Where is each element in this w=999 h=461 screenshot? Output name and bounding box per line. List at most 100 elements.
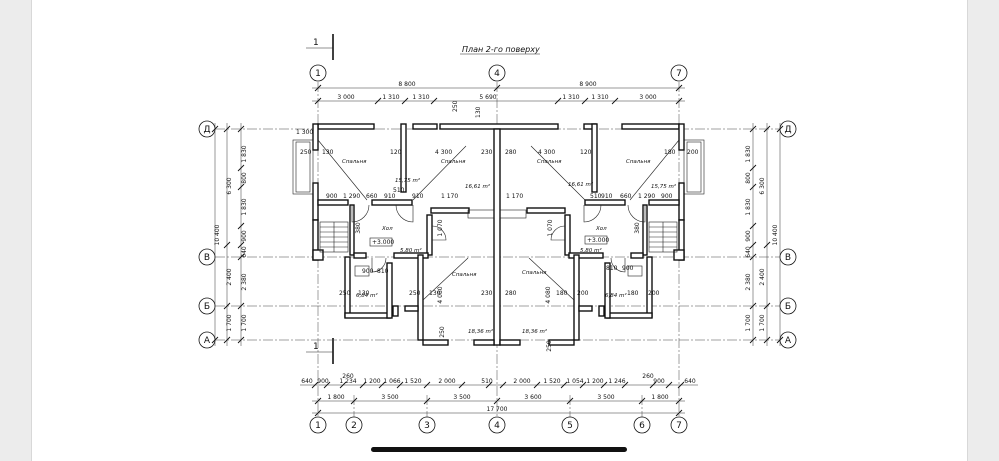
svg-text:2 000: 2 000 — [513, 378, 530, 385]
svg-text:1 310: 1 310 — [562, 94, 579, 101]
room-name: Спальня — [537, 159, 562, 165]
svg-text:10 400: 10 400 — [772, 224, 779, 245]
svg-text:1 170: 1 170 — [441, 193, 458, 200]
svg-text:900: 900 — [622, 265, 634, 272]
svg-text:1 310: 1 310 — [412, 94, 429, 101]
svg-text:1 246: 1 246 — [608, 378, 625, 385]
room-name: Хол — [595, 226, 607, 232]
svg-text:250: 250 — [439, 326, 446, 338]
svg-text:900: 900 — [326, 193, 338, 200]
svg-text:810: 810 — [377, 268, 389, 275]
svg-text:910: 910 — [384, 193, 396, 200]
room-area: 18,36 m² — [468, 328, 494, 335]
room-area: 15,75 m² — [651, 183, 677, 190]
svg-text:4 300: 4 300 — [435, 149, 452, 156]
svg-text:1 070: 1 070 — [437, 219, 444, 236]
svg-text:230: 230 — [481, 149, 493, 156]
svg-text:6 300: 6 300 — [226, 177, 233, 194]
axis-bubble-bottom-6: 6 — [633, 416, 651, 434]
svg-text:640: 640 — [745, 246, 752, 258]
axis-bubble-left-a: А — [198, 331, 216, 349]
svg-text:1 700: 1 700 — [226, 314, 233, 331]
svg-text:В: В — [204, 253, 210, 263]
svg-text:200: 200 — [648, 290, 660, 297]
svg-text:6: 6 — [639, 421, 645, 431]
bottom-dimensions: 640 900 1 234 1 200 1 066 1 520 2 000 51… — [300, 373, 698, 417]
svg-text:130: 130 — [358, 290, 370, 297]
svg-text:1: 1 — [313, 38, 319, 48]
svg-text:120: 120 — [390, 149, 402, 156]
svg-text:1 070: 1 070 — [547, 219, 554, 236]
room-area: 5,80 m² — [400, 247, 422, 254]
svg-text:250: 250 — [546, 340, 553, 352]
axis-bubble-top-4: 4 — [488, 64, 506, 82]
svg-text:2 400: 2 400 — [226, 268, 233, 285]
right-gutter — [967, 0, 999, 461]
svg-text:510: 510 — [590, 193, 602, 200]
svg-text:640: 640 — [241, 246, 248, 258]
svg-text:+3.000: +3.000 — [372, 239, 394, 246]
axis-bubble-bottom-5: 5 — [561, 416, 579, 434]
svg-text:8 800: 8 800 — [398, 81, 415, 88]
door-swings — [351, 204, 646, 273]
axis-bubble-right-b: Б — [779, 297, 797, 315]
room-name: Спальня — [342, 159, 367, 165]
svg-text:660: 660 — [366, 193, 378, 200]
svg-text:5 690: 5 690 — [479, 94, 496, 101]
svg-text:3 500: 3 500 — [597, 394, 614, 401]
svg-text:1 310: 1 310 — [591, 94, 608, 101]
svg-text:900: 900 — [241, 230, 248, 242]
right-dimensions: 1 830 800 1 830 900 640 2 380 1 700 6 30… — [745, 123, 784, 346]
svg-text:1 520: 1 520 — [404, 378, 421, 385]
svg-text:230: 230 — [481, 290, 493, 297]
axis-bubble-right-v: В — [779, 248, 797, 266]
svg-text:2 400: 2 400 — [759, 268, 766, 285]
room-name: Спальня — [626, 159, 651, 165]
svg-text:800: 800 — [745, 172, 752, 184]
svg-text:250: 250 — [339, 290, 351, 297]
svg-text:180: 180 — [627, 290, 639, 297]
home-indicator[interactable] — [371, 447, 627, 452]
svg-text:1 830: 1 830 — [745, 198, 752, 215]
svg-text:910: 910 — [412, 193, 424, 200]
svg-text:180: 180 — [664, 149, 676, 156]
svg-text:1 830: 1 830 — [241, 145, 248, 162]
svg-text:4 080: 4 080 — [545, 286, 552, 303]
svg-text:Б: Б — [204, 302, 210, 312]
svg-text:900: 900 — [362, 268, 374, 275]
svg-text:1 830: 1 830 — [241, 198, 248, 215]
axis-bubble-left-b: Б — [198, 297, 216, 315]
svg-text:800: 800 — [241, 172, 248, 184]
level-mark-right: +3.000 — [584, 235, 609, 245]
svg-text:1 700: 1 700 — [759, 314, 766, 331]
svg-text:Д: Д — [784, 125, 791, 135]
svg-text:1 830: 1 830 — [745, 145, 752, 162]
level-mark-left: +3.000 — [369, 237, 394, 247]
svg-text:3 500: 3 500 — [453, 394, 470, 401]
svg-text:380: 380 — [355, 222, 362, 234]
room-area: 6,84 m² — [356, 292, 378, 299]
svg-text:280: 280 — [505, 290, 517, 297]
svg-text:120: 120 — [580, 149, 592, 156]
svg-text:1: 1 — [315, 421, 321, 431]
axis-bubble-bottom-1: 1 — [309, 416, 327, 434]
svg-text:130: 130 — [429, 290, 441, 297]
svg-text:2: 2 — [351, 421, 357, 431]
axis-bubble-bottom-4: 4 — [488, 416, 506, 434]
svg-text:1 054: 1 054 — [566, 378, 583, 385]
room-name: Спальня — [522, 270, 547, 276]
svg-text:1 520: 1 520 — [543, 378, 560, 385]
svg-text:1 290: 1 290 — [638, 193, 655, 200]
svg-text:4 080: 4 080 — [437, 286, 444, 303]
svg-text:4: 4 — [494, 69, 500, 79]
svg-text:910: 910 — [601, 193, 613, 200]
svg-text:130: 130 — [322, 149, 334, 156]
svg-text:3 600: 3 600 — [524, 394, 541, 401]
svg-text:1 800: 1 800 — [651, 394, 668, 401]
svg-text:1 800: 1 800 — [327, 394, 344, 401]
svg-text:1 066: 1 066 — [383, 378, 400, 385]
room-name: Спальня — [452, 272, 477, 278]
axis-bubble-top-7: 7 — [670, 64, 688, 82]
svg-text:1 200: 1 200 — [586, 378, 603, 385]
